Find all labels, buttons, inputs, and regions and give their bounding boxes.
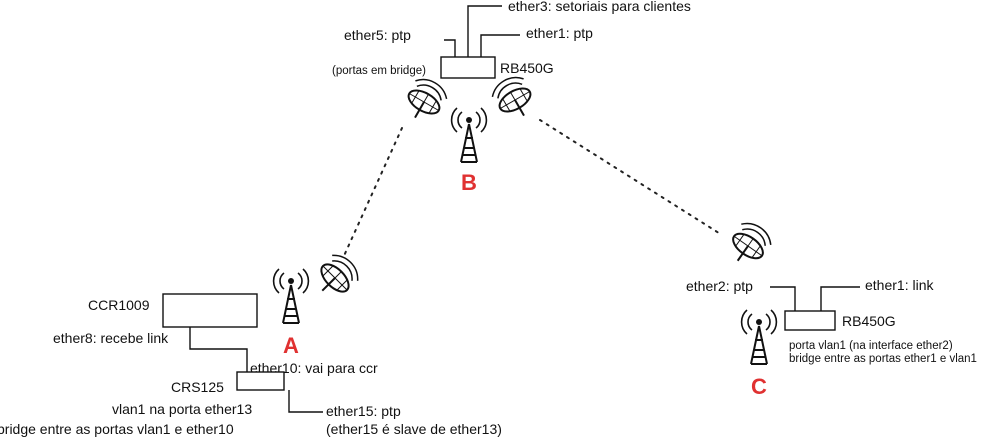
site-c: ether2: ptp ether1: link RB450G porta vl… xyxy=(686,216,977,399)
ccr-label-a: CCR1009 xyxy=(88,297,150,313)
site-letter-a: A xyxy=(283,333,299,358)
dish-icon-b-left xyxy=(398,72,452,128)
site-letter-c: C xyxy=(751,374,767,399)
ccr1009-box xyxy=(162,293,258,328)
crs-label-a: CRS125 xyxy=(171,379,224,395)
site-letter-b: B xyxy=(461,170,477,195)
bridge-note-b: (portas em bridge) xyxy=(332,65,426,77)
router-label-c: RB450G xyxy=(842,313,896,329)
ether1-label-c: ether1: link xyxy=(865,277,934,293)
ether1-label-b: ether1: ptp xyxy=(526,25,593,41)
ether3-label-b: ether3: setoriais para clientes xyxy=(508,0,691,14)
ether1-lead-b xyxy=(480,34,520,57)
ether5-label-b: ether5: ptp xyxy=(344,27,411,43)
ether3-lead-b xyxy=(467,5,502,57)
rb450g-box-b xyxy=(440,56,496,79)
ccr-crs-link xyxy=(189,327,248,372)
ether2-lead-c xyxy=(770,286,796,311)
bridge-note-c: bridge entre as portas ether1 e vlan1 xyxy=(789,353,977,365)
vlan-note-c: porta vlan1 (na interface ether2) xyxy=(789,340,953,352)
ether15-lead-a xyxy=(288,390,323,413)
ptp-link-b-c xyxy=(539,119,723,236)
site-b: ether3: setoriais para clientes ether5: … xyxy=(332,0,691,195)
tower-icon-a xyxy=(272,268,310,324)
rb450g-box-c xyxy=(784,310,836,331)
ptp-link-b-a xyxy=(342,127,403,259)
tower-icon-b xyxy=(450,107,488,163)
ether1-lead-c xyxy=(820,286,860,311)
router-label-b: RB450G xyxy=(500,60,554,76)
ether2-label-c: ether2: ptp xyxy=(686,278,753,294)
bridge-note-a: bridge entre as portas vlan1 e ether10 xyxy=(0,421,234,437)
vlan-note-a: vlan1 na porta ether13 xyxy=(112,401,252,417)
ether15-label-a: ether15: ptp xyxy=(326,403,401,419)
crs125-box xyxy=(236,371,285,391)
slave-note-a: (ether15 é slave de ether13) xyxy=(326,421,502,437)
site-a: CCR1009 ether8: recebe link ether10: vai… xyxy=(0,248,502,437)
ether8-label-a: ether8: recebe link xyxy=(53,330,169,346)
dish-icon-c xyxy=(721,216,777,273)
tower-icon-c xyxy=(740,309,778,365)
dish-icon-b-right xyxy=(487,70,541,126)
ether5-lead-b xyxy=(444,39,456,57)
dish-icon-a xyxy=(308,248,365,305)
